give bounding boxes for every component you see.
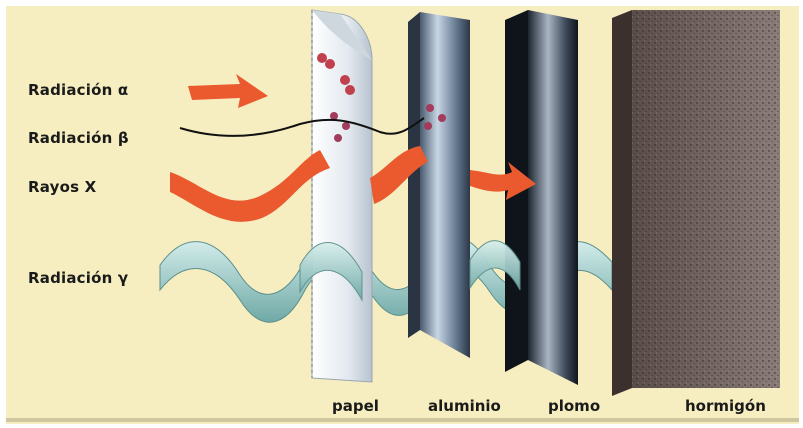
alpha-particle [345, 85, 355, 95]
label-x-rays: Rayos X [28, 178, 96, 196]
lead-sheet [505, 10, 578, 385]
label-paper: papel [332, 397, 379, 415]
beta-particle [438, 114, 446, 122]
aluminum-sheet [408, 12, 470, 358]
beta-particle [334, 134, 342, 142]
alpha-particle [317, 53, 327, 63]
paper-sheet [312, 10, 372, 382]
alpha-particle [325, 59, 335, 69]
label-lead: plomo [548, 397, 600, 415]
concrete-block [612, 10, 780, 396]
label-concrete: hormigón [685, 397, 766, 415]
beta-particle [424, 122, 432, 130]
alpha-particle [340, 75, 350, 85]
label-gamma-radiation: Radiación γ [28, 269, 128, 287]
bottom-border [6, 418, 799, 422]
label-aluminum: aluminio [428, 397, 501, 415]
label-beta-radiation: Radiación β [28, 129, 129, 147]
beta-particle [330, 112, 338, 120]
beta-particle [426, 104, 434, 112]
beta-particle [342, 122, 350, 130]
label-alpha-radiation: Radiación α [28, 81, 128, 99]
